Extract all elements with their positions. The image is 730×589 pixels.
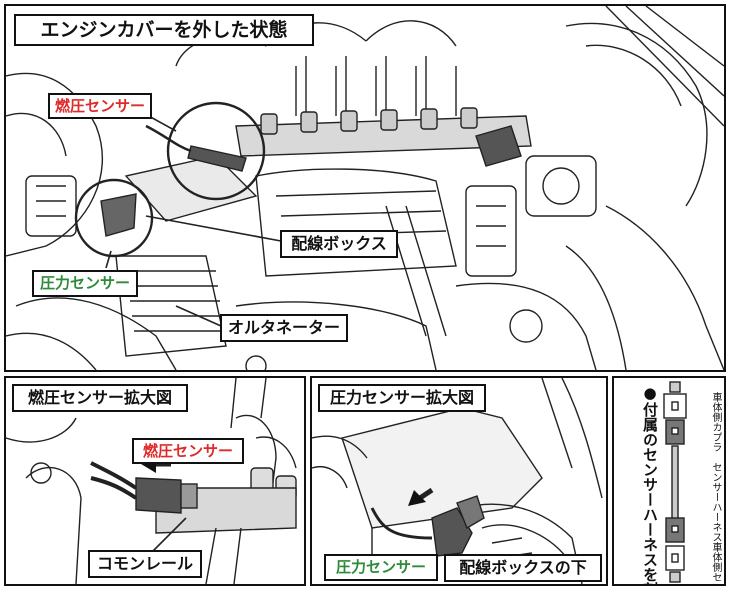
wiring-box-label: 配線ボックス <box>280 230 398 258</box>
common-rail-label: コモンレール <box>88 550 202 578</box>
under-wiring-box-label: 配線ボックスの下 <box>444 554 602 582</box>
vehicle-coupler-label: 車体側カプラ <box>710 392 721 452</box>
vehicle-sensor-label: 車体側センサ <box>710 542 721 586</box>
fuel-pressure-sensor-label: 燃圧センサー <box>48 93 152 119</box>
fuel-sensor-zoom-panel: 燃圧センサー拡大図 燃圧センサー コモンレール <box>4 376 306 586</box>
pressure-sensor-zoom-drawing <box>312 378 603 584</box>
harness-drawing <box>663 381 687 583</box>
pressure-zoom-title: 圧力センサー拡大図 <box>318 384 486 412</box>
pressure-sensor-label: 圧力センサー <box>32 270 138 297</box>
pressure-sensor-zoom-panel: 圧力センサー拡大図 圧力センサー 配線ボックスの下 <box>310 376 608 586</box>
main-panel-title: エンジンカバーを外した状態 <box>14 14 314 46</box>
harness-instruction-text: ●付属のセンサーハーネスを割り込ませる <box>641 384 659 586</box>
fuel-sensor-zoom-drawing <box>6 378 297 584</box>
alternator-label: オルタネーター <box>220 314 348 342</box>
engine-line-drawing <box>6 6 724 370</box>
pressure-zoom-sensor-label: 圧力センサー <box>324 554 438 581</box>
engine-overview-panel: エンジンカバーを外した状態 燃圧センサー 配線ボックス 圧力センサー オルタネー… <box>4 4 726 372</box>
fuel-zoom-title: 燃圧センサー拡大図 <box>12 384 188 412</box>
sensor-harness-label: センサーハーネス <box>710 462 721 542</box>
harness-instruction-panel: ●付属のセンサーハーネスを割り込ませる 車体側カプラ センサーハーネス 車体側セ… <box>612 376 726 586</box>
fuel-zoom-sensor-label: 燃圧センサー <box>132 438 244 464</box>
